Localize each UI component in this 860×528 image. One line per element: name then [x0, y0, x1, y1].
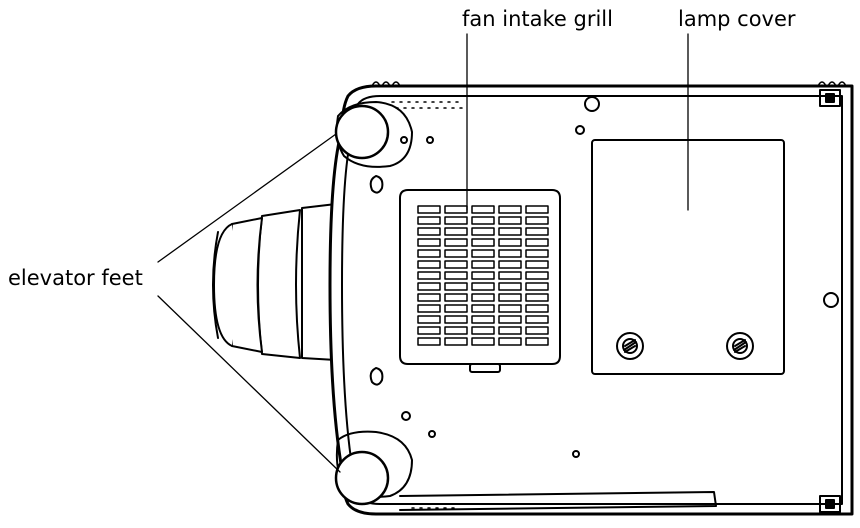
- grill-slot: [417, 216, 441, 225]
- grill-slot: [444, 337, 468, 346]
- grill-slot: [525, 326, 549, 335]
- grill-slot: [444, 227, 468, 236]
- grill-slot: [498, 315, 522, 324]
- grill-slot: [444, 249, 468, 258]
- grill-slot: [444, 315, 468, 324]
- grill-slot: [525, 315, 549, 324]
- grill-slot: [498, 326, 522, 335]
- grill-slot: [525, 304, 549, 313]
- grill-slot: [525, 216, 549, 225]
- lens-assembly: [212, 203, 337, 361]
- grill-slot: [498, 282, 522, 291]
- grill-slot: [498, 249, 522, 258]
- grill-slot: [498, 304, 522, 313]
- grill-slot: [417, 293, 441, 302]
- label-lamp-cover: lamp cover: [678, 7, 796, 31]
- label-elevator-feet: elevator feet: [8, 266, 143, 290]
- lamp-cover-screw-right: [726, 332, 754, 360]
- grill-slot: [471, 282, 495, 291]
- grill-slot: [498, 216, 522, 225]
- grill-slot: [471, 216, 495, 225]
- grill-slot: [444, 293, 468, 302]
- grill-slot: [498, 238, 522, 247]
- grill-slot: [417, 227, 441, 236]
- leader-lines: [157, 33, 689, 473]
- lamp-cover-screw-left: [616, 332, 644, 360]
- grill-slot: [471, 238, 495, 247]
- grill-slot: [525, 260, 549, 269]
- grill-slot: [444, 326, 468, 335]
- grill-slot: [525, 238, 549, 247]
- grill-slot: [444, 304, 468, 313]
- grill-slot: [525, 337, 549, 346]
- grill-slot: [525, 227, 549, 236]
- grill-slot: [417, 326, 441, 335]
- grill-slot: [417, 205, 441, 214]
- grill-slot: [471, 337, 495, 346]
- leader-line-foot-bottom: [157, 295, 341, 473]
- grill-slot: [417, 282, 441, 291]
- grill-slot: [471, 205, 495, 214]
- grill-slot: [498, 260, 522, 269]
- grill-slot: [471, 315, 495, 324]
- grill-slot: [417, 260, 441, 269]
- grill-slot: [417, 315, 441, 324]
- fan-intake-grill: [399, 189, 561, 373]
- grill-slot: [417, 304, 441, 313]
- grill-slot: [444, 282, 468, 291]
- grill-slot: [525, 293, 549, 302]
- grill-slot: [525, 282, 549, 291]
- grill-slot: [498, 293, 522, 302]
- elevator-foot-bottom: [334, 430, 413, 506]
- grill-slot: [471, 260, 495, 269]
- grill-slot: [525, 249, 549, 258]
- grill-slot: [417, 337, 441, 346]
- grill-slot: [444, 238, 468, 247]
- leader-line-foot-top: [157, 133, 337, 263]
- grill-slot: [417, 249, 441, 258]
- grill-slot: [471, 293, 495, 302]
- grill-slot: [444, 216, 468, 225]
- label-fan-intake-grill: fan intake grill: [462, 7, 613, 31]
- grill-slot: [444, 260, 468, 269]
- grill-slot: [498, 271, 522, 280]
- grill-slot: [471, 271, 495, 280]
- grill-slot: [525, 205, 549, 214]
- grill-slot: [417, 238, 441, 247]
- grill-slot: [498, 227, 522, 236]
- grill-slot: [444, 271, 468, 280]
- grill-slot: [498, 337, 522, 346]
- grill-slot: [471, 304, 495, 313]
- grill-slot: [417, 271, 441, 280]
- grill-slot: [471, 249, 495, 258]
- grill-slot: [525, 271, 549, 280]
- grill-slot: [471, 326, 495, 335]
- elevator-foot-top: [334, 101, 413, 168]
- grill-slot: [498, 205, 522, 214]
- grill-slot: [471, 227, 495, 236]
